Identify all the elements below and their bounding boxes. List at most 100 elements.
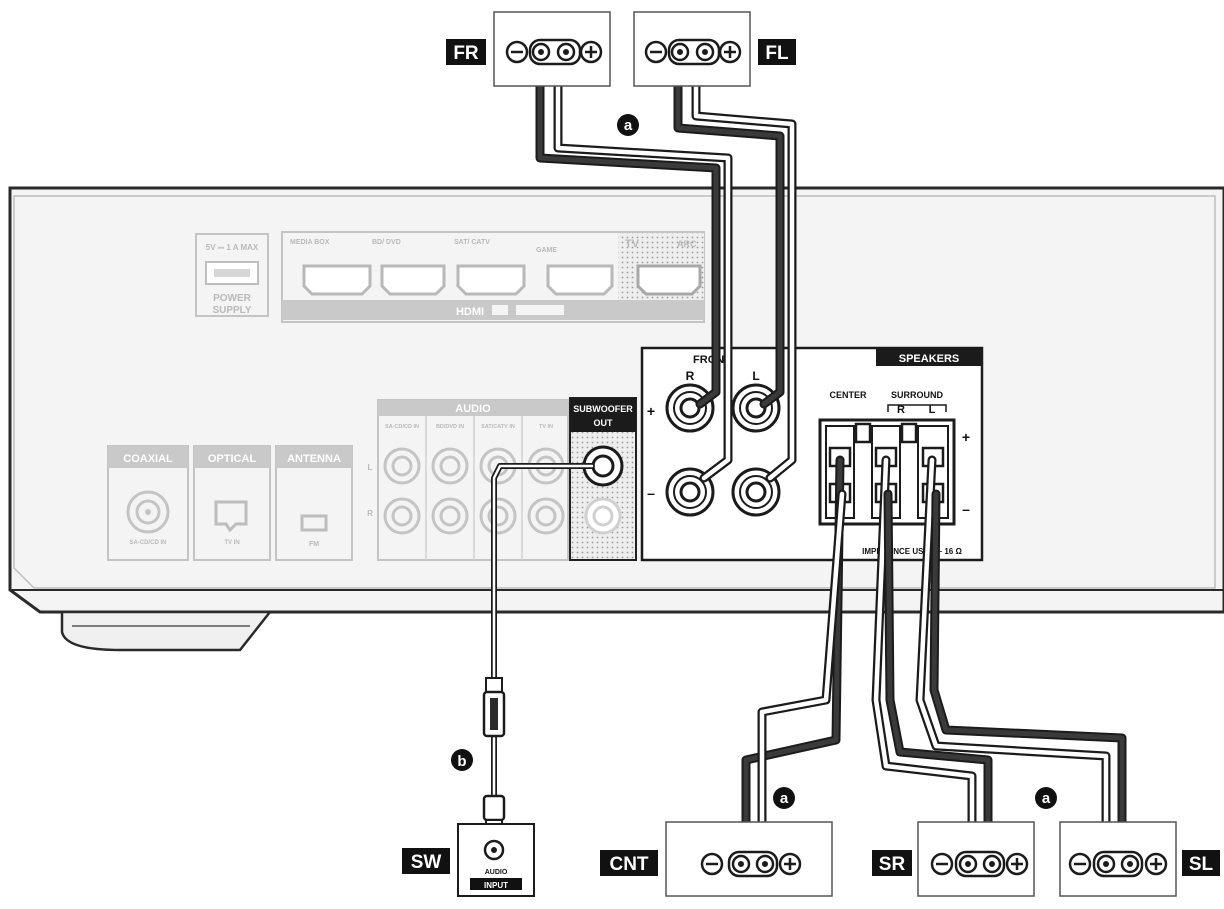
subwoofer-cable [491, 463, 595, 803]
speaker-tag-fr: FR [446, 39, 486, 65]
fr-cable [535, 43, 733, 483]
subwoofer-out-section: SUBWOOFER OUT [569, 397, 637, 561]
svg-text:SR: SR [879, 854, 906, 875]
power-label: POWER [213, 293, 252, 304]
optical-section: OPTICAL TV IN [193, 445, 271, 561]
coaxial-label: COAXIAL [123, 453, 173, 465]
hdmi-port [380, 264, 446, 296]
svg-text:a: a [1042, 790, 1051, 807]
usb-power-supply: 5V ⎓ 1 A MAX POWER SUPPLY [195, 233, 269, 317]
surround-l-cable [915, 455, 1127, 863]
usb-rating-label: 5V ⎓ 1 A MAX [206, 243, 259, 252]
svg-text:a: a [780, 790, 789, 807]
hdmi-port-1-label: MEDIA BOX [290, 239, 330, 246]
speaker-terminal-pair [1068, 850, 1168, 878]
center-label: CENTER [829, 390, 867, 400]
audio-col-3-label: SAT/CATV IN [481, 424, 515, 430]
svg-text:FR: FR [453, 43, 479, 64]
hdmi-port-tv [636, 264, 702, 296]
subwoofer-out-label: OUT [594, 418, 614, 428]
surround-l-label: L [929, 404, 936, 416]
cable-marker-a-center: a [773, 787, 795, 809]
speaker-terminal-pair [930, 850, 1029, 878]
hdmi-port [546, 264, 614, 296]
speaker-front-right [493, 11, 611, 87]
hdmi-port [456, 264, 526, 296]
sw-input-label: INPUT [484, 881, 508, 890]
speaker-center [665, 821, 833, 897]
speaker-tag-fl: FL [758, 39, 796, 65]
surround-plus-label: + [962, 429, 970, 445]
rca-jack [527, 497, 565, 535]
surround-label: SURROUND [891, 390, 944, 400]
speaker-surround-right [917, 821, 1035, 897]
supply-label: SUPPLY [212, 305, 251, 316]
speaker-cables [491, 43, 1127, 863]
antenna-label: ANTENNA [287, 453, 341, 465]
receiver-foot [60, 610, 273, 652]
arc-label: ARC [677, 239, 697, 249]
speaker-tag-cnt: CNT [600, 850, 658, 876]
surround-minus-label: – [962, 501, 970, 517]
hdmi-port-2-label: BD/ DVD [372, 239, 401, 246]
sw-audio-label: AUDIO [485, 869, 508, 876]
svg-text:b: b [457, 753, 466, 770]
speaker-tag-sw: SW [402, 848, 450, 874]
speaker-terminal-pair [700, 850, 802, 878]
hdmi-label: HDMI [456, 306, 484, 318]
audio-col-1-label: SA-CD/CD IN [385, 424, 419, 430]
hdmi-port [302, 264, 372, 296]
antenna-section: ANTENNA FM [275, 445, 353, 561]
audio-col-4-label: TV IN [539, 424, 553, 430]
svg-text:CNT: CNT [609, 854, 648, 875]
front-l-label: L [752, 369, 759, 383]
cable-marker-a-surround: a [1035, 787, 1057, 809]
center-cable [741, 455, 847, 863]
subwoofer-label: SUBWOOFER [573, 404, 633, 414]
hdmi-port-4-label: GAME [536, 247, 557, 254]
surround-r-cable [871, 455, 993, 863]
speaker-terminal-pair [644, 38, 742, 66]
rca-jack [383, 497, 421, 535]
subwoofer-unit: AUDIO INPUT [457, 823, 535, 897]
svg-text:SL: SL [1189, 854, 1214, 875]
speaker-tag-sr: SR [872, 850, 912, 876]
optical-label: OPTICAL [208, 453, 257, 465]
surround-r-label: R [897, 404, 905, 416]
front-minus-label: – [647, 485, 655, 501]
front-plus-label: + [647, 403, 655, 419]
hdmi-section: HDMI TV ARC MEDIA BOX BD/ DVD SAT/ CATV … [281, 231, 705, 323]
svg-text:SW: SW [411, 852, 442, 873]
speaker-terminal-pair [505, 38, 603, 66]
rca-jack [431, 497, 469, 535]
speakers-label: SPEAKERS [899, 353, 960, 365]
cable-marker-b: b [451, 749, 473, 771]
rca-jack [383, 447, 421, 485]
cable-marker-a-top: a [617, 114, 639, 136]
front-r-plus-terminal [665, 383, 715, 433]
audio-row-r-label: R [367, 509, 373, 518]
svg-text:a: a [624, 117, 633, 134]
audio-col-2-label: BD/DVD IN [436, 424, 464, 430]
tv-label: TV [625, 238, 640, 250]
rca-plug-top [482, 677, 506, 738]
audio-section: AUDIO SA-CD/CD IN BD/DVD IN SAT/CATV IN … [367, 399, 569, 561]
front-l-plus-terminal [731, 383, 781, 433]
subwoofer-jack [582, 445, 624, 487]
speaker-tag-sl: SL [1182, 850, 1220, 876]
audio-row-l-label: L [368, 463, 373, 472]
optical-sublabel: TV IN [224, 540, 239, 546]
impedance-label: IMPEDANCE USE 6 – 16 Ω [862, 547, 962, 556]
svg-text:FL: FL [765, 43, 789, 64]
speaker-front-left [633, 11, 751, 87]
rca-jack [479, 497, 517, 535]
coaxial-sublabel: SA-CD/CD IN [130, 540, 167, 546]
fl-cable [673, 43, 797, 483]
front-r-label: R [686, 369, 695, 383]
speaker-surround-left [1059, 821, 1177, 897]
coaxial-section: COAXIAL SA-CD/CD IN [107, 445, 189, 561]
hdmi-port-3-label: SAT/ CATV [454, 239, 490, 246]
antenna-sublabel: FM [309, 541, 319, 548]
rca-jack [431, 447, 469, 485]
